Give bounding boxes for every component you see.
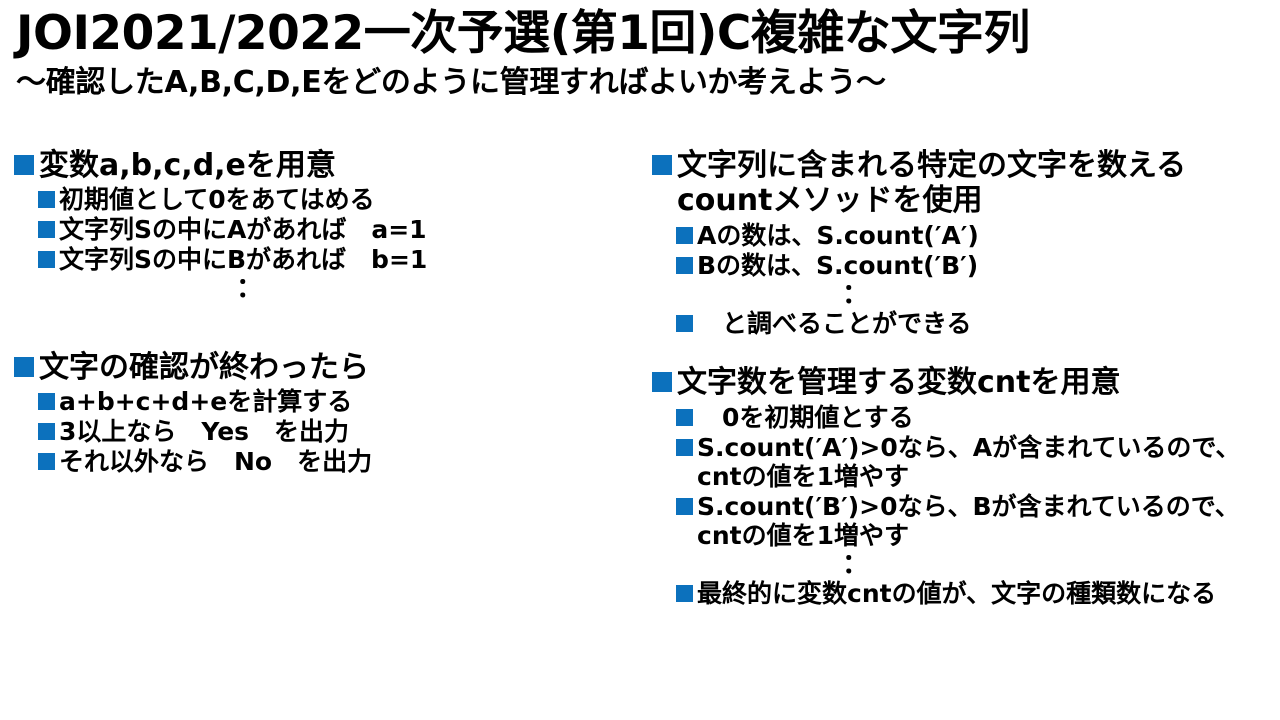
bullet-square-icon: [38, 251, 55, 269]
list-item-label: 3以上なら Yes を出力: [59, 417, 350, 447]
list-item: Bの数は、S.count(′B′): [676, 251, 1272, 280]
bullet-square-icon: [38, 423, 55, 441]
right-section2-heading: 文字数を管理する変数cntを用意: [652, 365, 1272, 400]
bullet-square-icon: [676, 256, 693, 274]
vertical-ellipsis: ：: [236, 273, 263, 305]
list-item: 文字列Sの中にAがあれば a=1: [38, 215, 634, 244]
list-item-label: Aの数は、S.count(′A′): [697, 220, 979, 250]
list-item: 文字列Sの中にBがあれば b=1: [38, 245, 634, 274]
heading-text: 変数a,b,c,d,eを用意: [39, 148, 336, 183]
list-item-label: S.count(′A′)>0なら、Aが含まれているので、cntの値を1増やす: [697, 432, 1241, 491]
bullet-square-icon: [38, 221, 55, 239]
page-title: JOI2021/2022一次予選(第1回)C複雑な文字列: [16, 6, 1030, 61]
heading-text: 文字の確認が終わったら: [39, 349, 369, 385]
list-item: S.count(′B′)>0なら、Bが含まれているので、cntの値を1増やす: [676, 492, 1272, 550]
bullet-square-icon: [652, 155, 672, 175]
list-item-label: 0を初期値とする: [697, 402, 914, 432]
heading-text: 文字数を管理する変数cntを用意: [677, 365, 1121, 401]
right-column: 文字列に含まれる特定の文字を数えるcountメソッドを使用 Aの数は、S.cou…: [652, 148, 1272, 609]
bullet-square-icon: [676, 226, 693, 244]
list-item-label: 文字列Sの中にBがあれば b=1: [59, 245, 428, 275]
bullet-square-icon: [38, 191, 55, 209]
list-item-label: それ以外なら No を出力: [59, 447, 373, 477]
left-column: 変数a,b,c,d,eを用意 初期値として0をあてはめる 文字列Sの中にAがあれ…: [14, 148, 634, 477]
bullet-square-icon: [652, 372, 672, 393]
bullet-square-icon: [676, 584, 693, 602]
section-spacer: [652, 339, 1272, 365]
list-item-label: S.count(′B′)>0なら、Bが含まれているので、cntの値を1増やす: [697, 491, 1240, 550]
heading-text: 文字列に含まれる特定の文字を数えるcountメソッドを使用: [677, 148, 1187, 219]
list-item: 初期値として0をあてはめる: [38, 185, 634, 214]
list-item: 最終的に変数cntの値が、文字の種類数になる: [676, 579, 1272, 608]
bullet-square-icon: [14, 356, 34, 377]
list-item-label: 最終的に変数cntの値が、文字の種類数になる: [697, 578, 1217, 608]
page-subtitle: 〜確認したA,B,C,D,Eをどのように管理すればよいか考えよう〜: [16, 64, 886, 100]
list-item: a+b+c+d+eを計算する: [38, 387, 634, 416]
list-item: S.count(′A′)>0なら、Aが含まれているので、cntの値を1増やす: [676, 433, 1272, 491]
title-block: JOI2021/2022一次予選(第1回)C複雑な文字列 〜確認したA,B,C,…: [16, 6, 1266, 101]
bullet-square-icon: [38, 393, 55, 411]
bullet-square-icon: [676, 497, 693, 515]
list-item: と調べることができる: [676, 309, 1272, 338]
list-item-label: Bの数は、S.count(′B′): [697, 250, 979, 280]
vertical-ellipsis: ：: [842, 278, 869, 310]
list-item-label: 文字列Sの中にAがあれば a=1: [59, 215, 427, 245]
right-section1-heading: 文字列に含まれる特定の文字を数えるcountメソッドを使用: [652, 148, 1272, 219]
bullet-square-icon: [676, 408, 693, 426]
list-item-label: a+b+c+d+eを計算する: [59, 387, 353, 417]
bullet-square-icon: [38, 453, 55, 471]
list-item: それ以外なら No を出力: [38, 447, 634, 476]
section-spacer: [14, 304, 634, 350]
list-item: 3以上なら Yes を出力: [38, 417, 634, 446]
left-section2-heading: 文字の確認が終わったら: [14, 350, 634, 385]
list-item: 0を初期値とする: [676, 403, 1272, 432]
list-item-label: と調べることができる: [697, 309, 972, 339]
left-section1-heading: 変数a,b,c,d,eを用意: [14, 148, 634, 183]
list-item: Aの数は、S.count(′A′): [676, 221, 1272, 250]
bullet-square-icon: [676, 438, 693, 456]
bullet-square-icon: [14, 155, 34, 175]
list-item-label: 初期値として0をあてはめる: [59, 185, 375, 215]
vertical-ellipsis: ：: [842, 548, 869, 580]
bullet-square-icon: [676, 315, 693, 333]
